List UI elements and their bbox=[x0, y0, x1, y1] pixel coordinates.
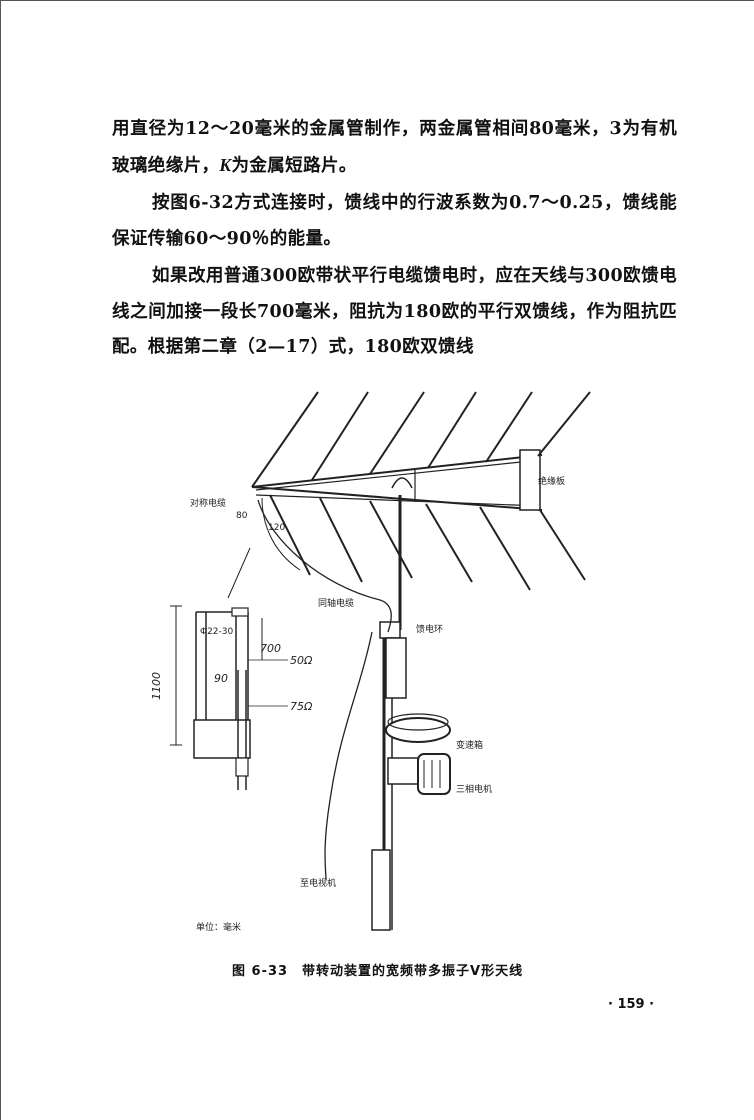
upper-element-6 bbox=[537, 391, 591, 457]
motor bbox=[417, 753, 451, 795]
upper-element-4 bbox=[427, 391, 477, 469]
dim-phi: Φ22-30 bbox=[200, 627, 234, 637]
dim-80: 80 bbox=[236, 511, 248, 521]
paragraph-1-text: 用直径为12～20毫米的金属管制作，两金属管相间80毫米，3为有机玻璃绝缘片， bbox=[112, 119, 677, 176]
paragraph-2: 按图6-32方式连接时，馈线中的行波系数为0.7～0.25，馈线能保证传输60～… bbox=[112, 193, 677, 249]
upper-element-1 bbox=[251, 391, 319, 488]
label-motor: 三相电机 bbox=[456, 783, 492, 795]
k-symbol: K bbox=[219, 154, 232, 175]
lower-boom bbox=[251, 486, 543, 511]
upper-element-3 bbox=[369, 391, 425, 475]
dim-120: 120 bbox=[268, 523, 285, 533]
lower-element-4 bbox=[425, 503, 473, 583]
tv-cable bbox=[324, 631, 373, 881]
page-number: · 159 · bbox=[608, 997, 655, 1012]
dim-700: 700 bbox=[260, 642, 281, 655]
lower-element-2 bbox=[319, 497, 363, 583]
lower-element-3 bbox=[369, 500, 413, 579]
label-insulator-board: 绝缘板 bbox=[538, 475, 565, 487]
label-feed-ring: 馈电环 bbox=[416, 623, 443, 635]
lower-element-1 bbox=[269, 494, 311, 576]
lower-element-6 bbox=[539, 509, 586, 581]
detail-drawing bbox=[170, 605, 288, 790]
body-text: 用直径为12～20毫米的金属管制作，两金属管相间80毫米，3为有机玻璃绝缘片，K… bbox=[112, 112, 677, 368]
label-to-tv: 至电视机 bbox=[300, 877, 336, 889]
insulator-board bbox=[519, 449, 541, 511]
label-coax-cable: 同轴电缆 bbox=[318, 597, 354, 609]
dim-1100: 1100 bbox=[150, 672, 163, 700]
label-reducer: 变速箱 bbox=[456, 739, 483, 751]
paragraph-3: 如果改用普通300欧带状平行电缆馈电时，应在天线与300欧馈电线之间加接一段长7… bbox=[112, 266, 677, 357]
dim-75-ohm: 75Ω bbox=[290, 700, 313, 713]
mount-clamp bbox=[391, 477, 413, 489]
upper-element-2 bbox=[311, 391, 369, 481]
upper-element-5 bbox=[485, 391, 533, 463]
upper-boom bbox=[251, 454, 543, 488]
antenna-figure: 对称电缆 绝缘板 同轴电缆 馈电环 变速箱 三相电机 至电视机 单位：毫米 80… bbox=[150, 391, 591, 933]
paragraph-1-tail: 为金属短路片。 bbox=[231, 155, 357, 176]
coax-cable bbox=[257, 499, 392, 633]
figure-caption: 图 6-33 带转动装置的宽频带多振子V形天线 bbox=[232, 964, 524, 979]
page-top-border bbox=[0, 0, 754, 1]
paragraph-1: 用直径为12～20毫米的金属管制作，两金属管相间80毫米，3为有机玻璃绝缘片，K… bbox=[112, 112, 677, 184]
dim-90: 90 bbox=[214, 672, 228, 685]
label-unit: 单位：毫米 bbox=[196, 921, 241, 933]
page-left-border bbox=[0, 0, 1, 1120]
label-symmetric-cable: 对称电缆 bbox=[190, 497, 226, 509]
lower-element-5 bbox=[479, 506, 531, 591]
dim-50-ohm: 50Ω bbox=[290, 654, 313, 667]
